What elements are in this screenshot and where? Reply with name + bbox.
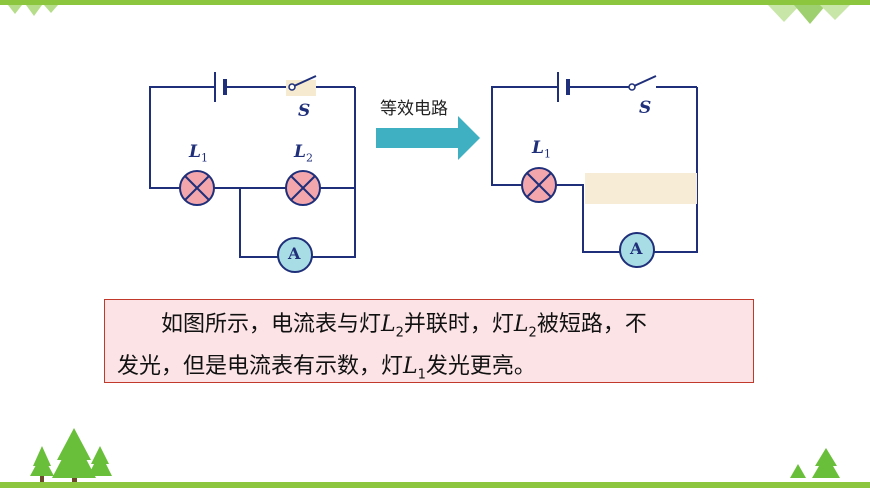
bottom-bar [0, 482, 870, 488]
explanation-line-2: 发光，但是电流表有示数，灯L1发光更亮。 [117, 350, 741, 392]
right-lamp1-letter: L [532, 138, 544, 158]
note-text: 如图所示，电流表与灯 [161, 312, 382, 337]
left-lamp1-subscript: 1 [200, 151, 208, 165]
lamp-l1 [179, 170, 215, 206]
note-lamp-l2-sub: 2 [528, 325, 537, 341]
note-lamp-l2: L [513, 312, 529, 337]
wire [556, 184, 620, 253]
note-lamp-l2-sub: 2 [395, 325, 404, 341]
right-circuit [491, 86, 698, 253]
battery-symbol [214, 72, 227, 102]
note-text: 并联时，灯 [403, 312, 514, 337]
explanation-box: 如图所示，电流表与灯L2并联时，灯L2被短路，不 发光，但是电流表有示数，灯L1… [104, 299, 754, 383]
right-switch-label: S [639, 98, 652, 118]
ammeter [277, 237, 313, 273]
wire [654, 87, 698, 253]
right-ammeter-label: A [630, 239, 643, 258]
note-text: 发光，但是电流表有示数，灯 [117, 354, 404, 380]
tree-icon [790, 448, 840, 478]
equivalent-arrow-label: 等效电路 [380, 99, 448, 119]
battery-symbol [557, 72, 570, 102]
left-switch-label: S [298, 101, 311, 121]
equivalent-arrow [376, 116, 480, 160]
right-lamp1-subscript: 1 [543, 147, 551, 161]
wire [491, 86, 558, 186]
left-circuit [149, 86, 356, 258]
top-bar [0, 0, 870, 5]
note-lamp-l1-sub: 1 [417, 367, 426, 383]
left-ammeter-label: A [288, 244, 301, 263]
explanation-line-1: 如图所示，电流表与灯L2并联时，灯L2被短路，不 [117, 308, 741, 350]
left-lamp2-label: L2 [294, 142, 313, 164]
right-lamp1-label: L1 [532, 138, 551, 160]
note-lamp-l2: L [381, 312, 396, 337]
switch-symbol [628, 75, 657, 91]
wire [149, 86, 215, 189]
note-text: 被短路，不 [536, 312, 647, 337]
top-right-triangles [768, 5, 850, 24]
lamp-l2 [285, 170, 321, 206]
removed-lamp-area [585, 173, 697, 204]
wire [239, 188, 278, 258]
tree-icon [30, 428, 112, 482]
left-lamp2-letter: L [294, 142, 306, 162]
note-lamp-l1: L [403, 354, 418, 380]
lamp-l1 [521, 167, 557, 203]
switch-symbol [286, 75, 317, 96]
left-lamp2-subscript: 2 [305, 151, 313, 165]
wire [312, 87, 356, 258]
top-left-triangles [8, 5, 58, 16]
note-text: 发光更亮。 [425, 354, 536, 380]
left-lamp1-label: L1 [189, 142, 208, 164]
ammeter [619, 232, 655, 268]
left-lamp1-letter: L [189, 142, 201, 162]
